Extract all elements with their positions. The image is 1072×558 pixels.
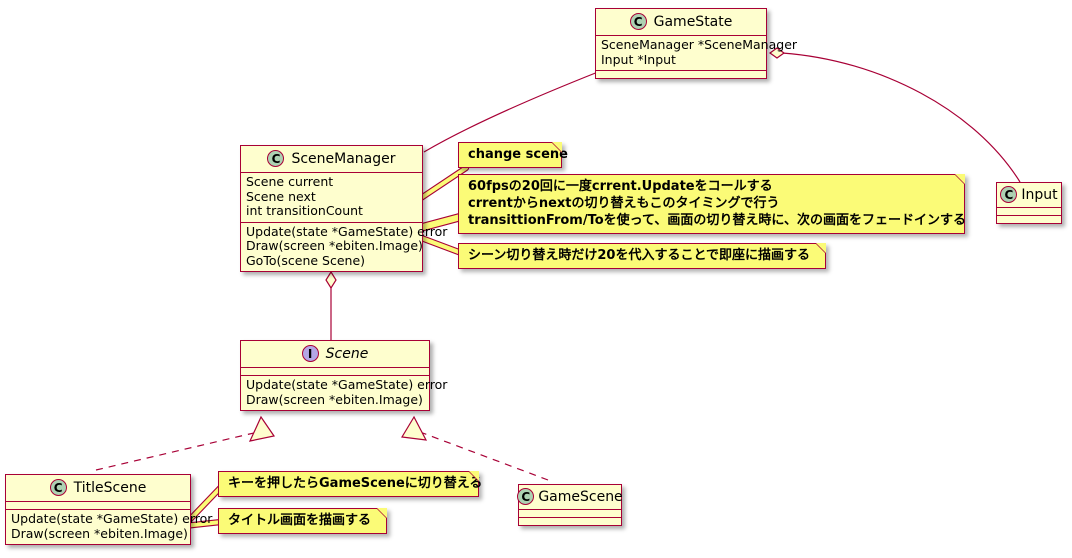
class-stereotype-icon: C [49,479,67,496]
class-gamestate[interactable]: C GameState SceneManager *SceneManager I… [595,8,798,79]
note-fold-inner-icon [816,243,826,253]
class-titlescene-header: C TitleScene [6,475,190,501]
class-titlescene-name: TitleScene [73,479,147,496]
note-text: crrentからnextの切り替えもこのタイミングで行う [468,196,780,211]
field: SceneManager *SceneManager [601,37,798,52]
class-scenemanager-fields: Scene current Scene next int transitionC… [241,172,422,222]
class-input-methods [997,215,1061,223]
class-scenemanager[interactable]: C SceneManager Scene current Scene next … [240,145,448,272]
class-gamescene-methods [519,517,621,525]
note-title-key[interactable]: キーを押したらGameSceneに切り替える [218,471,483,497]
class-scenemanager-header: C SceneManager [241,146,422,172]
method: Draw(screen *ebiten.Image) [11,525,188,541]
note-text: キーを押したらGameSceneに切り替える [228,476,483,491]
class-gamestate-name: GameState [653,13,733,30]
class-gamescene-header: C GameScene [517,485,623,509]
class-stereotype-icon: C [1000,186,1018,203]
class-gamescene-name: GameScene [538,488,623,505]
class-scene-fields [241,367,429,375]
edge-gamestate-scenemanager [423,66,613,153]
note-text: transittionFrom/Toを使って、画面の切り替え時に、次の画面をフェ… [468,213,966,228]
note-text: change scene [468,147,568,162]
edge-gamestate-input [768,47,1021,183]
class-gamestate-fields: SceneManager *SceneManager Input *Input [596,35,798,70]
note-fold-inner-icon [552,142,562,152]
field: int transitionCount [246,203,363,218]
method: Update(state *GameState) error [246,377,448,392]
note-update-timing[interactable]: 60fpsの20回に一度crrent.Updateをコールする crrentから… [458,174,966,234]
note-text: 60fpsの20回に一度crrent.Updateをコールする [468,179,773,194]
edge-scenemanager-scene [325,270,337,340]
class-input[interactable]: C Input [996,182,1062,224]
method: Draw(screen *ebiten.Image) [246,391,423,407]
class-gamescene-fields [519,509,621,517]
note-fold-inner-icon [955,174,965,184]
class-stereotype-icon: C [629,13,647,30]
class-titlescene-fields [6,501,190,509]
class-scenemanager-name: SceneManager [291,150,396,167]
note-title-draw[interactable]: タイトル画面を描画する [218,508,387,534]
method: Update(state *GameState) error [246,223,448,239]
class-gamestate-header: C GameState [596,9,766,35]
class-scene[interactable]: I Scene Update(state *GameState) error D… [240,340,448,411]
note-transition-count[interactable]: シーン切り替え時だけ20を代入することで即座に描画する [458,243,826,269]
class-gamescene[interactable]: C GameScene [517,484,623,526]
method: Update(state *GameState) error [11,511,213,526]
class-scene-methods: Update(state *GameState) error Draw(scre… [241,375,448,410]
class-titlescene-methods: Update(state *GameState) error Draw(scre… [6,509,213,544]
field: Scene next [246,188,316,204]
note-fold-inner-icon [469,471,479,481]
field: Input *Input [601,51,676,67]
edge-titlescene-scene [95,415,276,471]
class-stereotype-icon: C [267,150,285,167]
class-scenemanager-methods: Update(state *GameState) error Draw(scre… [241,221,448,272]
class-titlescene[interactable]: C TitleScene Update(state *GameState) er… [5,474,213,545]
class-scene-name: Scene [325,345,369,362]
class-stereotype-icon: C [517,488,535,505]
class-input-name: Input [1021,186,1058,203]
note-change-scene[interactable]: change scene [458,142,568,168]
interface-stereotype-icon: I [301,345,319,362]
method: GoTo(scene Scene) [246,252,366,268]
class-scene-header: I Scene [241,341,429,367]
note-text: シーン切り替え時だけ20を代入することで即座に描画する [468,248,811,263]
note-fold-inner-icon [377,508,387,518]
class-input-header: C Input [997,183,1061,207]
class-gamestate-methods [596,70,766,78]
note-text: タイトル画面を描画する [228,513,372,528]
method: Draw(screen *ebiten.Image) [246,238,423,253]
class-input-fields [997,207,1061,215]
field: Scene current [246,174,334,189]
